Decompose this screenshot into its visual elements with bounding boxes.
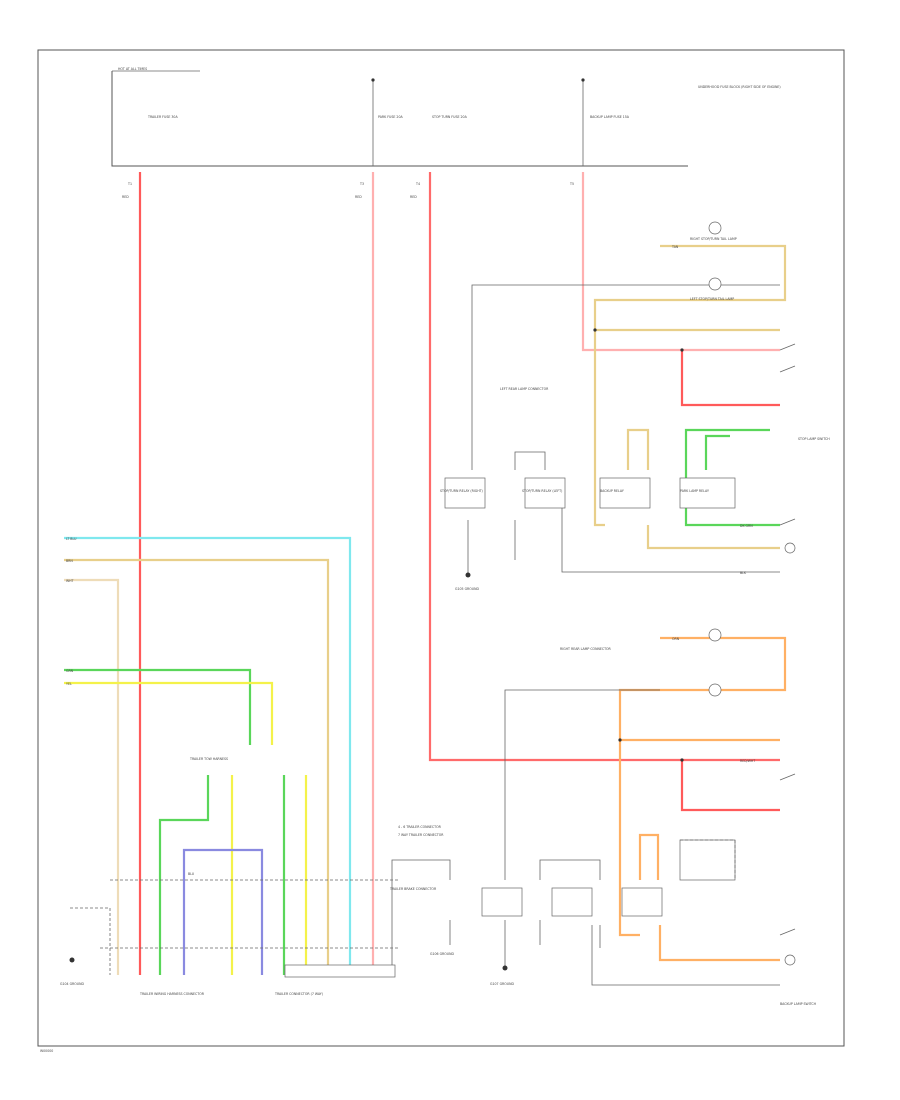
switch-symbols [779,343,796,936]
comp-trailer-harness-connector: TRAILER WIRING HARNESS CONNECTOR [139,992,205,996]
wire-tan-relay-loop [626,428,650,470]
wire-label-13: DK GRN [740,524,753,528]
wire-tan-lower [646,525,780,550]
backup-relay [599,477,651,509]
comp-g104-ground: G104 GROUND [60,982,84,986]
comp-stop-lamp-switch: STOP LAMP SWITCH [798,437,830,441]
comp-left-rear-lamp-connector: LEFT REAR LAMP CONNECTOR [500,387,549,391]
comp-park-lamp-relay: PARK LAMP RELAY [680,489,709,493]
comp-trailer-brake-connector: TRAILER BRAKE CONNECTOR [389,887,437,891]
fuse-4-circuit: T5 [569,182,574,186]
comp-g106-ground: G106 GROUND [430,952,454,956]
wire-tan-upper-loop [593,244,787,332]
wire-orange-lower [658,925,780,962]
wire-orange-relay-loop [638,833,660,880]
wire-green-lower [158,775,210,975]
fuse-block-title: HOT AT ALL TIMES [118,67,147,71]
wire-green [64,668,252,745]
comp-backup-relay: BACKUP RELAY [600,489,624,493]
comp-g107-ground: G107 GROUND [490,982,514,986]
fuse-block-note: UNDERHOOD FUSE BLOCK (RIGHT SIDE OF ENGI… [698,85,781,89]
wire-label-11: BLK [740,571,747,575]
lower-relay-4 [679,839,736,881]
stop-turn-relay-right [444,477,486,509]
lamp-upper-right [708,221,796,966]
diagram-frame [37,49,845,1047]
wire-label-12: TAN [671,245,679,249]
comp-backup-lamp-switch: BACKUP LAMP SWITCH [780,1002,817,1006]
wire-green-relay-loop [684,428,780,527]
wire-label-6: GRN [66,669,74,673]
legend-entry-1: 4 - 6 TRAILER CONNECTOR [398,825,442,829]
legend-entry-2: 7 WAY TRAILER CONNECTOR [398,833,444,837]
wire-black-lower [504,689,660,880]
wire-tan [64,558,330,975]
park-lamp-relay [679,477,736,509]
wire-black-ground-upper [561,490,780,573]
fuse-block: HOT AT ALL TIMES TRAILER FUSE 30A PARK F… [111,67,781,186]
wire-label-14: RED/WHT [740,759,755,763]
comp-stop-turn-relay-right: STOP/TURN RELAY (RIGHT) [440,489,483,493]
wire-beige [64,578,120,975]
fuse-4-label: BACKUP LAMP FUSE 15A [590,115,630,119]
wire-label-7: BLU [188,872,195,876]
fuse-2-circuit: T3 [359,182,364,186]
wire-label-2: RED [355,195,362,199]
stop-turn-relay-left [524,477,566,509]
fuse-2-label: PARK FUSE 20A [378,115,403,119]
fuse-1-circuit: T1 [127,182,132,186]
wire-label-9: LT BLU [66,537,77,541]
fuse-3-circuit: T4 [415,182,420,186]
wire-label-8: WHT [66,579,74,583]
wire-black-ground-lower [591,925,780,986]
fuse-1-label: TRAILER FUSE 30A [147,115,178,119]
wire-label-10: ORN [672,637,680,641]
wire-label-3: RED [410,195,417,199]
comp-left-stop-turn-lamp: LEFT STOP/TURN TAIL LAMP [690,297,734,301]
wire-orange-upper-loop [618,636,787,742]
ground-g105 [465,572,471,578]
wire-label-5: YEL [66,682,72,686]
ground-g104 [69,957,75,963]
lower-relay-3 [621,887,663,917]
fuse-3-label: STOP TURN FUSE 20A [432,115,468,119]
wire-red-upper-branch [680,350,780,407]
wire-tan-relay [593,330,605,527]
footer-code: W00000 [40,1049,53,1053]
comp-right-rear-lamp-connector: RIGHT REAR LAMP CONNECTOR [560,647,612,651]
comp-trailer-connector-7way: TRAILER CONNECTOR (7 WAY) [274,992,323,996]
comp-g105-ground: G105 GROUND [455,587,479,591]
lower-relay-1 [481,887,523,917]
comp-right-stop-turn-lamp: RIGHT STOP/TURN TAIL LAMP [690,237,737,241]
wire-label-1: RED [122,195,129,199]
wire-black-upper [471,284,780,470]
lower-relay-2 [551,887,593,917]
comp-trailer-tow-harness: TRAILER TOW HARNESS [189,757,228,761]
wire-pink-backup-feed [581,172,780,352]
wire-label-4: BRN [66,559,73,563]
wire-yellow [64,681,274,745]
comp-stop-turn-relay-left: STOP/TURN RELAY (LEFT) [522,489,562,493]
wire-red-stop-turn [428,172,780,762]
wire-orange-relay [618,740,640,937]
wire-cyan [64,536,352,975]
wire-red-lower-branch [680,760,780,812]
ground-g107 [502,965,508,971]
wire-blue [182,848,264,975]
